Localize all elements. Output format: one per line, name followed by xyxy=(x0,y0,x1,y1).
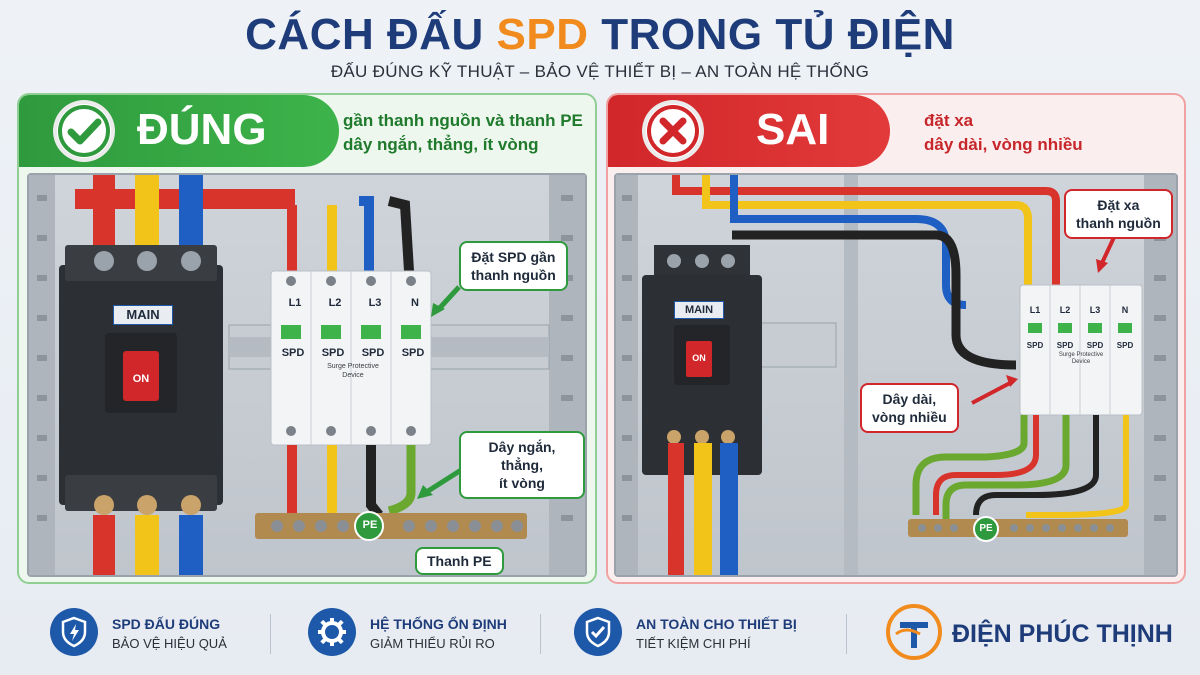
spd-name: SPD xyxy=(321,347,345,359)
wrong-cabinet: MAIN ON L1 L2 L3 N SPD SPD SPD SPD Surge… xyxy=(614,173,1178,577)
pe-label: PE xyxy=(979,523,993,534)
title-accent: SPD xyxy=(496,10,589,59)
shield-check-icon xyxy=(574,608,622,656)
spd-pole-labels: L1 L2 L3 N xyxy=(1020,305,1142,319)
page-title: CÁCH ĐẤU SPD TRONG TỦ ĐIỆN xyxy=(0,10,1200,60)
check-icon xyxy=(53,100,115,162)
callout-line: thanh nguồn xyxy=(1076,215,1161,231)
callout-far-source: Đặt xa thanh nguồn xyxy=(1064,189,1173,239)
spd-pole-label: L2 xyxy=(328,297,342,309)
callout-line: Dây ngắn, thẳng, xyxy=(488,439,556,473)
divider xyxy=(270,614,271,654)
title-part: TRONG TỦ ĐIỆN xyxy=(588,10,955,59)
spd-pole-label: N xyxy=(1121,305,1129,315)
correct-panel: ĐÚNG gần thanh nguồn và thanh PE dây ngắ… xyxy=(17,93,597,584)
spd-name: SPD xyxy=(281,347,305,359)
spd-desc: Device xyxy=(342,372,364,379)
correct-cabinet: MAIN ON L1 L2 L3 N SPD SPD SPD SPD Surge… xyxy=(27,173,587,577)
footer: SPD ĐẤU ĐÚNG BẢO VỆ HIỆU QUẢ HỆ THỐNG ỔN… xyxy=(0,592,1200,675)
correct-label: ĐÚNG xyxy=(137,105,267,154)
callout-line: ít vòng xyxy=(499,475,545,491)
lightning-shield-icon xyxy=(50,608,98,656)
callout-long-wire: Dây dài, vòng nhiều xyxy=(860,383,959,433)
spd-pole-label: L1 xyxy=(288,297,302,309)
cross-icon xyxy=(642,100,704,162)
spd-desc: Surge Protective xyxy=(1058,352,1104,358)
pt-logo-icon xyxy=(886,604,942,660)
spd-pole-label: N xyxy=(411,297,419,309)
title-part: CÁCH ĐẤU xyxy=(245,10,497,59)
wrong-panel: SAI đặt xa dây dài, vòng nhiều xyxy=(606,93,1186,584)
feature-subtitle: TIẾT KIỆM CHI PHÍ xyxy=(636,636,751,651)
breaker-label: MAIN xyxy=(674,301,724,319)
callout-near-source: Đặt SPD gần thanh nguồn xyxy=(459,241,568,291)
breaker-label: MAIN xyxy=(113,305,173,325)
correct-note: gần thanh nguồn và thanh PE dây ngắn, th… xyxy=(343,109,583,157)
callout-pe-bar: Thanh PE xyxy=(415,547,504,575)
correct-banner: ĐÚNG xyxy=(19,95,339,167)
callout-short-wire: Dây ngắn, thẳng, ít vòng xyxy=(459,431,585,499)
note-line: gần thanh nguồn và thanh PE xyxy=(343,111,583,130)
spd-name: SPD xyxy=(1056,341,1074,350)
feature-subtitle: GIẢM THIỂU RỦI RO xyxy=(370,636,495,651)
gear-icon xyxy=(308,608,356,656)
spd-name: SPD xyxy=(401,347,425,359)
breaker-state: ON xyxy=(132,373,150,385)
callout-line: vòng nhiều xyxy=(872,409,947,425)
divider xyxy=(846,614,847,654)
divider xyxy=(540,614,541,654)
pe-label: PE xyxy=(362,519,378,531)
note-line: đặt xa xyxy=(924,111,974,130)
feature-title: HỆ THỐNG ỔN ĐỊNH xyxy=(370,616,507,632)
note-line: dây ngắn, thẳng, ít vòng xyxy=(343,135,539,154)
breaker-state: ON xyxy=(692,353,706,363)
brand-name: ĐIỆN PHÚC THỊNH xyxy=(952,620,1173,648)
spd-desc: Surge Protective xyxy=(327,363,379,370)
callout-line: Đặt xa xyxy=(1097,197,1140,213)
feature-title: SPD ĐẤU ĐÚNG xyxy=(112,616,221,632)
spd-module-text: SPD SPD SPD SPD Surge Protective Device xyxy=(1020,341,1142,371)
spd-name: SPD xyxy=(1116,341,1134,350)
spd-module-text: SPD SPD SPD SPD Surge Protective Device xyxy=(273,347,433,387)
callout-line: Dây dài, xyxy=(882,391,937,407)
spd-name: SPD xyxy=(1026,341,1044,350)
spd-pole-label: L3 xyxy=(1089,305,1101,315)
callout-line: Đặt SPD gần xyxy=(471,249,556,265)
wrong-label: SAI xyxy=(756,105,830,154)
note-line: dây dài, vòng nhiều xyxy=(924,135,1083,154)
spd-desc: Device xyxy=(1071,359,1091,365)
spd-pole-label: L1 xyxy=(1029,305,1041,315)
feature-subtitle: BẢO VỆ HIỆU QUẢ xyxy=(112,636,227,651)
header: CÁCH ĐẤU SPD TRONG TỦ ĐIỆN ĐẤU ĐÚNG KỸ T… xyxy=(0,0,1200,92)
spd-name: SPD xyxy=(361,347,385,359)
spd-pole-label: L3 xyxy=(368,297,382,309)
brand: ĐIỆN PHÚC THỊNH xyxy=(886,600,1186,664)
spd-pole-label: L2 xyxy=(1059,305,1071,315)
spd-pole-labels: L1 L2 L3 N xyxy=(273,297,433,313)
page-subtitle: ĐẤU ĐÚNG KỸ THUẬT – BẢO VỆ THIẾT BỊ – AN… xyxy=(330,62,870,81)
wrong-banner: SAI xyxy=(608,95,890,167)
wrong-note: đặt xa dây dài, vòng nhiều xyxy=(924,109,1083,157)
spd-name: SPD xyxy=(1086,341,1104,350)
callout-line: thanh nguồn xyxy=(471,267,556,283)
feature-title: AN TOÀN CHO THIẾT BỊ xyxy=(636,616,797,632)
